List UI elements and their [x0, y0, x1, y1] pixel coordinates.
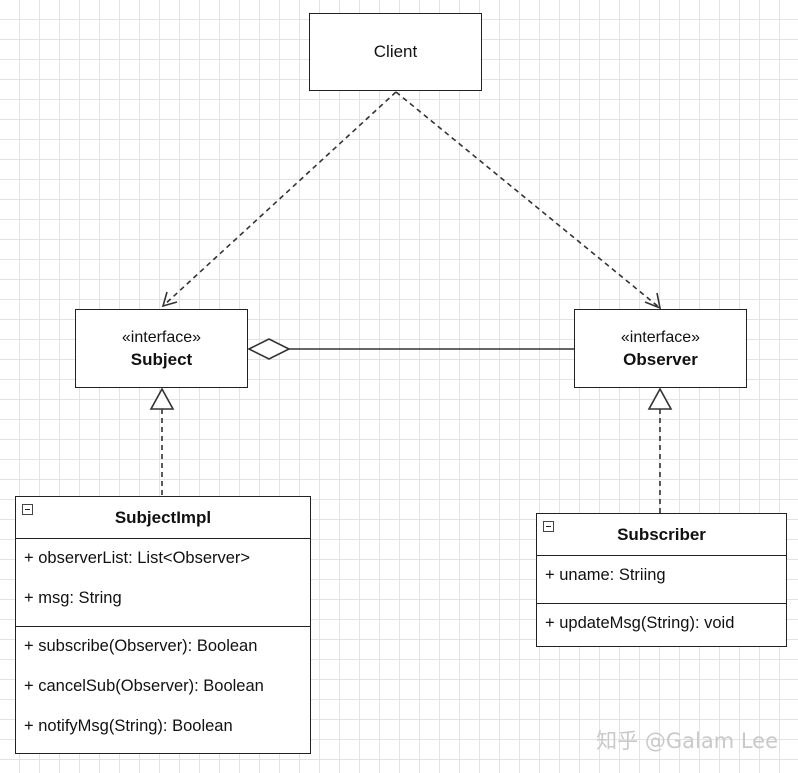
- attribute-row: + uname: Striing: [545, 566, 666, 584]
- dependency-client-observer: [395, 91, 662, 310]
- observer-name: Observer: [623, 349, 698, 369]
- client-label: Client: [373, 42, 418, 61]
- subjectimpl-header: SubjectImpl: [16, 497, 310, 539]
- subscriber-operations: + updateMsg(String): void: [537, 604, 786, 648]
- attribute-row: + observerList: List<Observer>: [24, 549, 251, 567]
- subject-name: Subject: [130, 349, 193, 369]
- realization-subscriber-observer: [647, 387, 673, 513]
- subscriber-name: Subscriber: [617, 524, 706, 544]
- subjectimpl-operations: + subscribe(Observer): Boolean + cancelS…: [16, 627, 310, 751]
- operation-row: + subscribe(Observer): Boolean: [24, 637, 258, 655]
- subject-interface-box[interactable]: «interface» Subject: [75, 309, 248, 388]
- aggregation-subject-observer: [247, 338, 575, 360]
- subjectimpl-name: SubjectImpl: [114, 507, 212, 527]
- client-box[interactable]: Client: [309, 13, 482, 91]
- subject-stereotype: «interface»: [121, 328, 202, 346]
- subscriber-header: Subscriber: [537, 514, 786, 556]
- collapse-icon[interactable]: [22, 504, 33, 515]
- subjectimpl-attributes: + observerList: List<Observer> + msg: St…: [16, 539, 310, 627]
- realization-subjectimpl-subject: [149, 387, 175, 496]
- subscriber-class-box[interactable]: Subscriber + uname: Striing + updateMsg(…: [536, 513, 787, 647]
- observer-stereotype: «interface»: [620, 328, 701, 346]
- operation-row: + cancelSub(Observer): Boolean: [24, 677, 264, 695]
- watermark: 知乎 @Galam Lee: [596, 729, 778, 753]
- subjectimpl-class-box[interactable]: SubjectImpl + observerList: List<Observe…: [15, 496, 311, 754]
- observer-interface-box[interactable]: «interface» Observer: [574, 309, 747, 388]
- subscriber-attributes: + uname: Striing: [537, 556, 786, 604]
- operation-row: + updateMsg(String): void: [545, 614, 735, 632]
- operation-row: + notifyMsg(String): Boolean: [24, 717, 233, 735]
- dependency-client-subject: [161, 91, 397, 308]
- collapse-icon[interactable]: [543, 521, 554, 532]
- attribute-row: + msg: String: [24, 589, 122, 607]
